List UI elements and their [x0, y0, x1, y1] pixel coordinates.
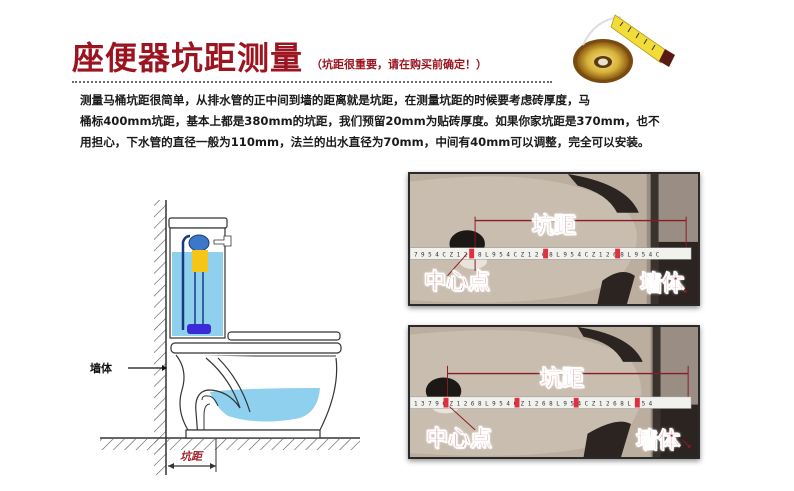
description-line-1: 测量马桶坑距很简单，从排水管的正中间到墙的距离就是坑距，在测量坑距的时候要考虑砖…: [80, 93, 591, 107]
measurement-photo-2: 1 3 7 9 C Z 1 2 6 8 L 9 5 4 C Z 1 2 6 8 …: [408, 325, 700, 459]
measurement-photo-1: 7 9 5 4 C Z 1 2 6 8 L 9 5 4 C Z 1 2 6 8 …: [408, 172, 700, 306]
photo2-center-point-label: 中心点: [426, 427, 493, 453]
toilet-cross-section-diagram: 墙体 坑距: [90, 190, 360, 485]
photo1-center-point-label: 中心点: [424, 270, 491, 296]
page-title: 座便器坑距测量: [72, 39, 304, 77]
wall-label: 墙体: [90, 362, 112, 375]
distance-label: 坑距: [180, 450, 202, 463]
tape-measure-icon: [565, 5, 695, 85]
photo1-wall-label: 墙体: [640, 272, 685, 298]
svg-text:7 9 5 4 C Z 1 2 6 8 L 9 5 4 C: 7 9 5 4 C Z 1 2 6 8 L 9 5 4 C Z 1 2 6 8 …: [414, 252, 660, 258]
description-line-2: 桶标400mm坑距，基本上都是380mm的坑距，我们预留20mm为贴砖厚度。如果…: [80, 114, 660, 128]
title-divider: [72, 81, 552, 83]
photo2-wall-label: 墙体: [636, 429, 681, 455]
description-line-3: 用担心，下水管的直径一般为110mm，法兰的出水直径为70mm，中间有40mm可…: [80, 135, 650, 149]
svg-text:1 3 7 9 C Z 1 2 6 8 L 9 5 4 C: 1 3 7 9 C Z 1 2 6 8 L 9 5 4 C Z 1 2 6 8 …: [414, 402, 653, 408]
description-text: 测量马桶坑距很简单，从排水管的正中间到墙的距离就是坑距，在测量坑距的时候要考虑砖…: [80, 90, 770, 153]
page-subtitle: （坑距很重要，请在购买前确定！）: [311, 58, 488, 71]
photo2-distance-label: 坑距: [540, 367, 585, 393]
photo1-distance-label: 坑距: [532, 214, 577, 240]
page-header: 座便器坑距测量 （坑距很重要，请在购买前确定！）: [72, 34, 487, 78]
